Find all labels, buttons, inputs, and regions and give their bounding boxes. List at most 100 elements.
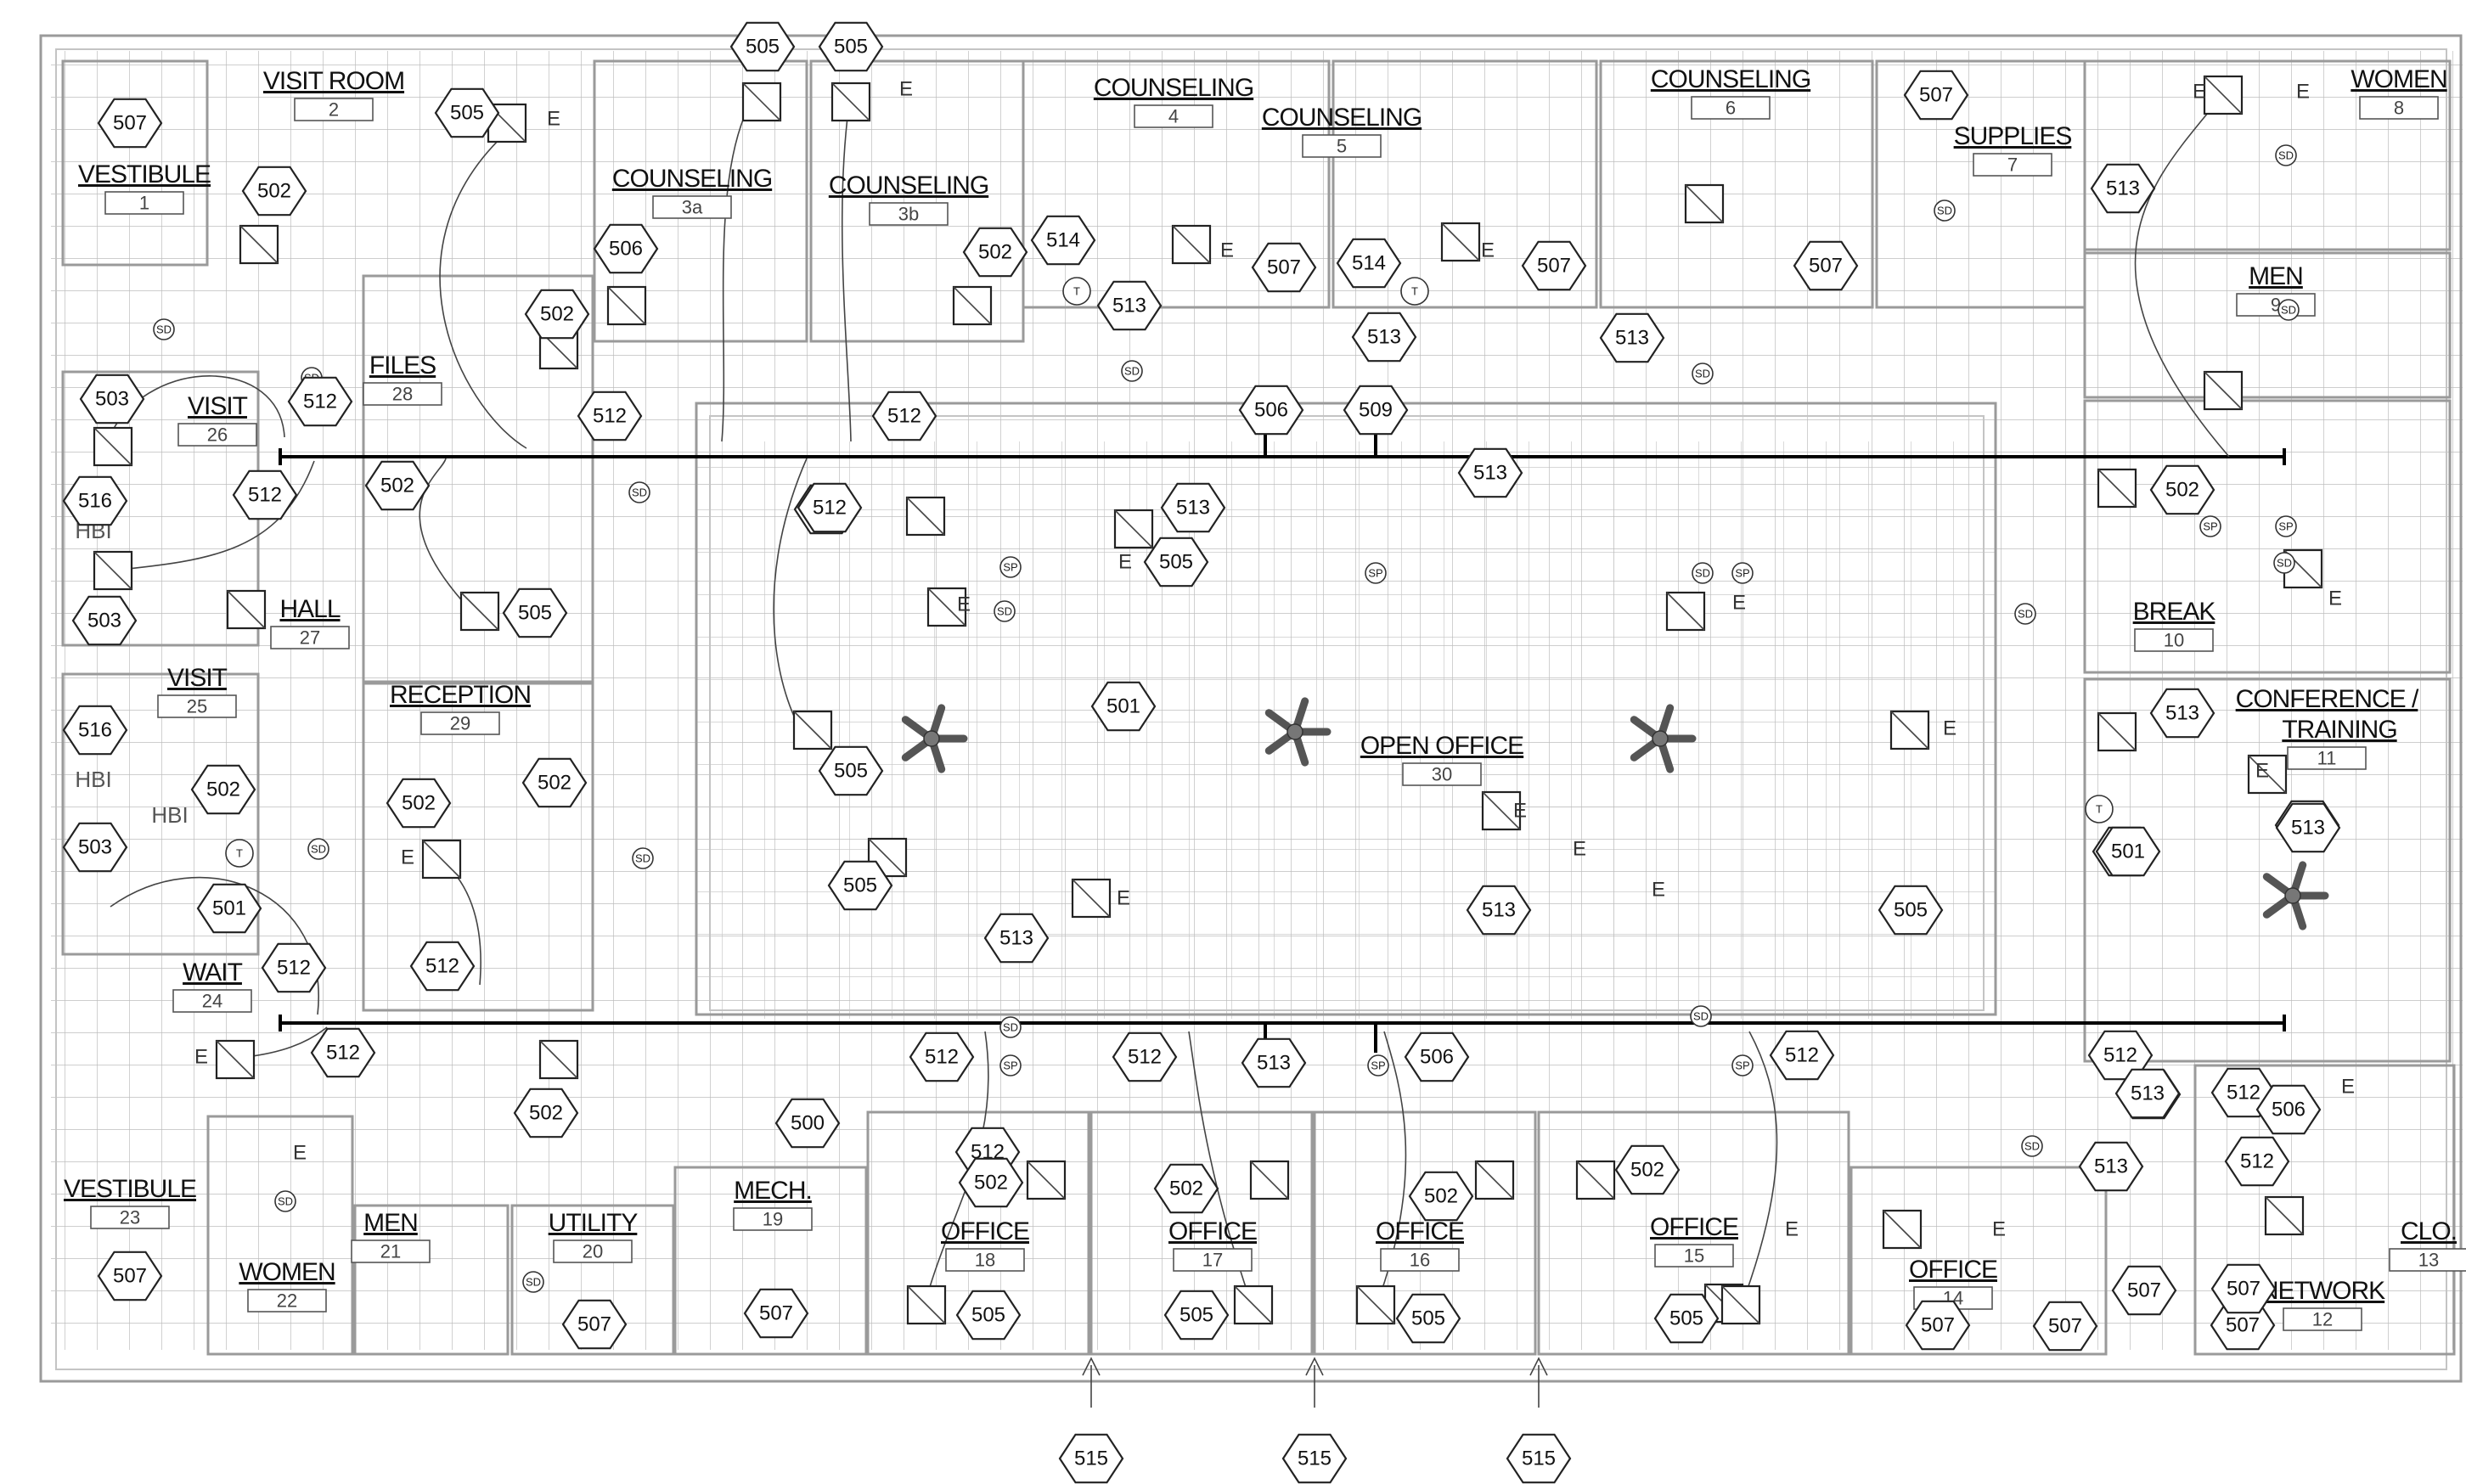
room-number: 15 [1684, 1245, 1704, 1267]
hexagon-icon [983, 913, 1050, 964]
light-fixture [459, 591, 500, 632]
keynote-number: 505 [450, 102, 484, 125]
hexagon-icon [1160, 482, 1226, 533]
sp-circle-icon [1365, 562, 1387, 584]
hexagon-icon [2275, 802, 2341, 853]
sd-symbol: SD [307, 838, 329, 860]
hexagon-icon [1653, 1293, 1720, 1344]
light-fixture [1882, 1209, 1923, 1250]
hexagon-icon [1336, 238, 1402, 289]
sd-circle-icon [1121, 360, 1143, 382]
sd-symbol: SD [994, 600, 1016, 622]
sd-symbol: SD [1934, 200, 1956, 222]
keynote-number: 507 [2048, 1315, 2082, 1338]
keynote-tag: 514 [1030, 215, 1096, 266]
hexagon-icon [1466, 885, 1532, 936]
hexagon-icon [190, 764, 256, 815]
light-fixture [2203, 75, 2244, 115]
sd-symbol: SD [1692, 562, 1714, 584]
keynote-tag: 501 [2095, 826, 2161, 877]
sp-symbol: SP [2199, 515, 2221, 537]
keynote-number: 513 [1112, 295, 1146, 318]
hexagon-icon [561, 1299, 628, 1350]
keynote-tag: 505 [818, 21, 884, 72]
room-number-box [270, 626, 350, 649]
light-fixture [1665, 591, 1706, 632]
emergency-mark: E [1943, 717, 1956, 740]
hexagon-icon [2210, 1263, 2277, 1314]
keynote-number: 502 [538, 772, 571, 795]
sp-symbol: SP [999, 1054, 1022, 1076]
keynote-tag: 513 [2149, 688, 2215, 739]
keynote-number: 502 [2165, 479, 2199, 502]
keynote-number: 512 [2240, 1150, 2274, 1173]
fixture-x [1172, 225, 1211, 264]
keynote-tag: 505 [1163, 1290, 1230, 1341]
room-number: 23 [120, 1207, 140, 1228]
sd-symbol: SD [2014, 603, 2036, 625]
fixture-x [2097, 469, 2137, 508]
keynote-number: 505 [518, 602, 552, 625]
sd-symbol: SD [2277, 299, 2300, 321]
light-fixture [792, 710, 833, 750]
hexagon-icon [71, 595, 138, 646]
keynote-number: 516 [78, 490, 112, 513]
keynote-number: 506 [2272, 1099, 2306, 1121]
room-number-box [2287, 746, 2367, 770]
room-number-box [104, 191, 184, 215]
hexagon-icon [2095, 826, 2161, 877]
sp-circle-icon [1731, 562, 1754, 584]
fixture-x [907, 1285, 946, 1324]
keynote-tag: 512 [2087, 1030, 2154, 1081]
room-number-box [1380, 1248, 1460, 1272]
room-number-box [90, 1206, 170, 1229]
room-number-box [1654, 1244, 1734, 1268]
t-circle-icon [1400, 277, 1429, 306]
keynote-number: 512 [326, 1042, 360, 1065]
light-fixture [1026, 1160, 1067, 1200]
light-fixture [1481, 790, 1522, 831]
hexagon-icon [1241, 1037, 1307, 1088]
fixture-x [1883, 1210, 1922, 1249]
keynote-tag: 505 [1143, 537, 1209, 587]
hexagon-icon [2149, 464, 2215, 515]
hexagon-icon [434, 87, 500, 138]
room-label: CLO.13 [2389, 1217, 2466, 1272]
ceiling-fans [901, 697, 2329, 930]
emergency-mark: E [1481, 239, 1495, 262]
emergency-mark: E [401, 846, 414, 869]
t-text: T [2096, 803, 2103, 816]
keynote-number: 505 [843, 874, 877, 897]
keynote-tag: 507 [2210, 1263, 2277, 1314]
arrows [1082, 1357, 1548, 1408]
keynote-number: 502 [974, 1172, 1008, 1195]
keynote-tag: 515 [1058, 1433, 1124, 1484]
hexagon-icon [62, 822, 128, 873]
room-number-box [2389, 1248, 2466, 1272]
keynote-tag: 500 [774, 1098, 841, 1149]
hexagon-icon [2078, 1141, 2144, 1192]
t-symbol: T [225, 839, 254, 868]
room-name: WOMEN [2351, 65, 2446, 93]
keynote-tag: 515 [1281, 1433, 1348, 1484]
hexagon-icon [871, 391, 937, 441]
emergency-mark: E [547, 108, 560, 131]
room-name: OFFICE [1376, 1217, 1464, 1245]
hexagon-icon [1343, 385, 1409, 436]
hexagon-icon [2255, 1084, 2322, 1135]
keynote-tag: 512 [261, 942, 327, 993]
keynote-tag: 507 [1903, 70, 1969, 121]
keynote-tag: 513 [2078, 1141, 2144, 1192]
room-name: MECH. [734, 1177, 812, 1205]
keynote-tag: 507 [1251, 242, 1317, 293]
fixture-x [239, 225, 279, 264]
fixture-x [227, 590, 266, 629]
room-number: 22 [277, 1290, 297, 1312]
fixture-x [831, 82, 870, 121]
